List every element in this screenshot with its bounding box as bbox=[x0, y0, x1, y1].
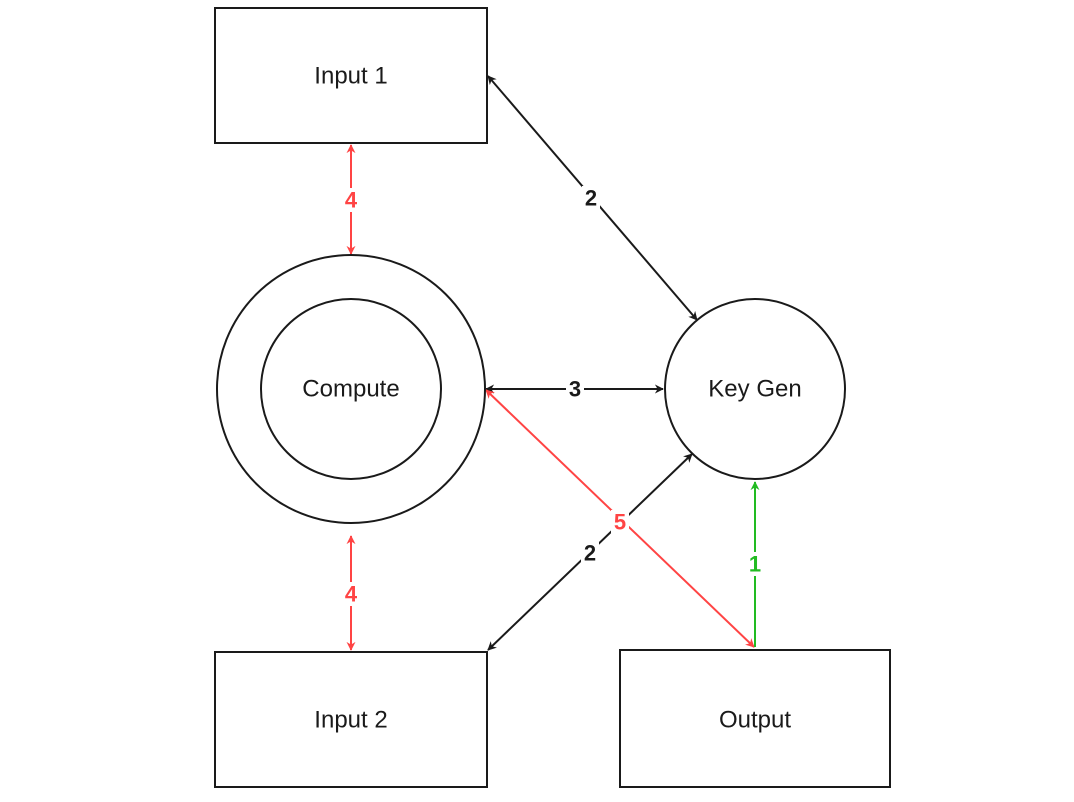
node-label-keygen: Key Gen bbox=[708, 376, 801, 403]
svg-text:3: 3 bbox=[569, 377, 581, 402]
edge-label-compute-keygen: 3 bbox=[566, 377, 584, 402]
node-compute: Compute bbox=[216, 254, 486, 524]
edge-label-compute-output: 5 bbox=[611, 510, 629, 535]
node-keygen: Key Gen bbox=[664, 298, 846, 480]
edge-label-output-keygen: 1 bbox=[746, 552, 764, 577]
svg-text:4: 4 bbox=[345, 188, 358, 213]
node-label-compute: Compute bbox=[302, 376, 399, 403]
edge-label-compute-input2: 4 bbox=[342, 582, 360, 607]
svg-text:4: 4 bbox=[345, 582, 358, 607]
svg-text:1: 1 bbox=[749, 552, 761, 577]
node-output: Output bbox=[619, 649, 891, 788]
edge-label-input1-keygen: 2 bbox=[582, 186, 600, 211]
svg-text:2: 2 bbox=[585, 186, 597, 211]
node-label-input1: Input 1 bbox=[314, 63, 387, 90]
node-label-input2: Input 2 bbox=[314, 707, 387, 734]
svg-text:2: 2 bbox=[584, 541, 596, 566]
node-input1: Input 1 bbox=[214, 7, 488, 144]
svg-text:5: 5 bbox=[614, 510, 626, 535]
edge-label-input2-keygen: 2 bbox=[581, 541, 599, 566]
node-label-output: Output bbox=[719, 707, 791, 734]
edge-label-input1-compute: 4 bbox=[342, 188, 360, 213]
node-input2: Input 2 bbox=[214, 651, 488, 788]
